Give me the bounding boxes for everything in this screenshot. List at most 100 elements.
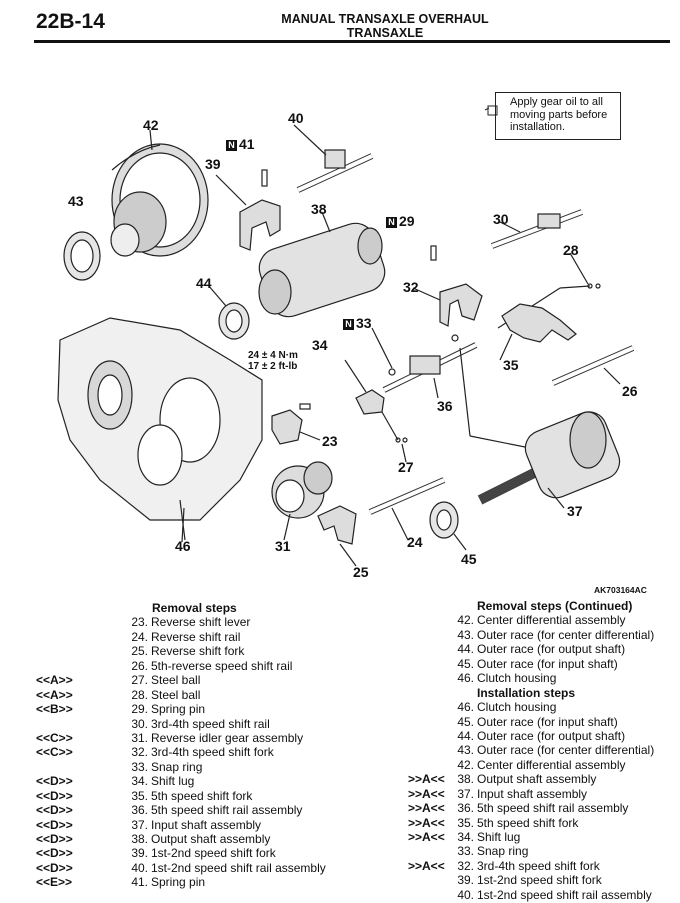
callout-29-num: 29 xyxy=(399,213,415,229)
step-number: 45. xyxy=(457,656,474,671)
header-rule xyxy=(34,40,670,43)
step-number: 32. xyxy=(131,745,148,760)
figure-code: AK703164AC xyxy=(594,585,647,595)
step-number: 44. xyxy=(457,728,474,743)
callout-23: 23 xyxy=(322,433,338,449)
step-number: 40. xyxy=(131,860,148,875)
callout-33-num: 33 xyxy=(356,315,372,331)
step-text: 3rd-4th speed shift fork xyxy=(477,858,600,873)
install-heading-row: Installation steps xyxy=(404,686,674,700)
list-item: <<C>> 31.Reverse idler gear assembly xyxy=(36,731,366,745)
list-item: <<A>>27.Steel ball xyxy=(36,673,366,687)
step-code: <<D>> xyxy=(36,774,73,789)
torque-spec: 24 ± 4 N·m 17 ± 2 ft-lb xyxy=(248,350,298,372)
step-text: 1st-2nd speed shift fork xyxy=(151,846,276,861)
step-text: 5th-reverse speed shift rail xyxy=(151,658,293,673)
step-text: Output shaft assembly xyxy=(151,832,271,846)
step-number: 31. xyxy=(131,730,148,745)
n-badge-icon: N xyxy=(226,140,237,151)
step-number: 30. xyxy=(131,716,148,731)
step-text: Spring pin xyxy=(151,702,206,717)
step-text: 1st-2nd speed shift rail assembly xyxy=(477,887,652,902)
step-code: >>A<< xyxy=(408,830,445,844)
list-item: >>A<<34.Shift lug xyxy=(404,830,674,844)
callout-44: 44 xyxy=(196,275,212,291)
step-number: 36. xyxy=(131,803,148,818)
list-item: 46.Clutch housing xyxy=(404,700,674,714)
step-text: Reverse idler gear assembly xyxy=(151,730,304,745)
step-text: Center differential assembly xyxy=(477,757,626,772)
list-item: 44.Outer race (for output shaft) xyxy=(404,729,674,743)
output-shaft-drawing xyxy=(258,222,386,318)
step-number: 24. xyxy=(131,629,148,644)
step-code: >>A<< xyxy=(408,801,445,816)
list-item: <<C>>32.3rd-4th speed shift fork xyxy=(36,745,366,759)
step-number: 38. xyxy=(457,772,474,787)
step-text: Input shaft assembly xyxy=(477,786,588,801)
step-code: >>A<< xyxy=(408,772,445,787)
step-text: Snap ring xyxy=(477,844,529,859)
list-item: 25.Reverse shift fork xyxy=(36,644,366,658)
step-text: Shift lug xyxy=(477,830,521,844)
step-code: <<D>> xyxy=(36,832,73,846)
list-item: <<E>>41.Spring pin xyxy=(36,875,366,889)
list-item: >>A<<37.Input shaft assembly xyxy=(404,787,674,801)
callout-38: 38 xyxy=(311,201,327,217)
right-heading-row: Removal steps (Continued) xyxy=(404,599,674,613)
clutch-housing-drawing xyxy=(57,317,263,541)
step-code: <<A>> xyxy=(36,673,73,688)
step-text: Reverse shift lever xyxy=(151,615,251,630)
step-number: 44. xyxy=(457,642,474,657)
step-text: 1st-2nd speed shift rail assembly xyxy=(151,860,326,875)
list-item: 46.Clutch housing xyxy=(404,671,674,685)
list-item: 23.Reverse shift lever xyxy=(36,615,366,629)
step-code: <<C>> xyxy=(36,745,73,760)
list-item: >>A<<38.Output shaft assembly xyxy=(404,772,674,786)
step-text: Shift lug xyxy=(151,774,195,789)
callout-42: 42 xyxy=(143,117,159,133)
step-number: 37. xyxy=(131,817,148,832)
list-item: 45.Outer race (for input shaft) xyxy=(404,657,674,671)
n-badge-icon: N xyxy=(386,217,397,228)
step-number: 34. xyxy=(131,774,148,789)
step-number: 41. xyxy=(131,875,148,890)
step-text: Center differential assembly xyxy=(477,613,626,628)
step-code: <<D>> xyxy=(36,803,73,818)
step-text: 5th speed shift rail assembly xyxy=(151,803,303,818)
callout-39: 39 xyxy=(205,156,221,172)
install-heading: Installation steps xyxy=(477,685,576,700)
step-code: <<C>> xyxy=(36,730,73,745)
list-item: 42.Center differential assembly xyxy=(404,758,674,772)
step-number: 25. xyxy=(131,644,148,659)
list-item: 39.1st-2nd speed shift fork xyxy=(404,873,674,887)
step-code: <<D>> xyxy=(36,817,73,832)
step-number: 42. xyxy=(457,757,474,772)
step-code: <<D>> xyxy=(36,860,73,875)
callout-45: 45 xyxy=(461,551,477,567)
left-heading: Removal steps xyxy=(152,601,237,615)
center-differential-drawing xyxy=(110,143,209,257)
list-item: 40.1st-2nd speed shift rail assembly xyxy=(404,888,674,902)
step-text: Outer race (for center differential) xyxy=(477,743,655,758)
callout-35: 35 xyxy=(503,357,519,373)
fork-39-drawing xyxy=(239,199,281,251)
note-box xyxy=(495,92,621,140)
list-item: 43.Outer race (for center differential) xyxy=(404,628,674,642)
step-number: 43. xyxy=(457,743,474,758)
list-item: 44.Outer race (for output shaft) xyxy=(404,642,674,656)
callout-36: 36 xyxy=(437,398,453,414)
step-number: 46. xyxy=(457,671,474,686)
step-number: 36. xyxy=(457,801,474,816)
step-code: <<E>> xyxy=(36,875,73,890)
step-number: 46. xyxy=(457,700,474,715)
step-number: 32. xyxy=(457,858,474,873)
step-text: Clutch housing xyxy=(477,700,557,715)
step-number: 28. xyxy=(131,687,148,702)
left-heading-row: Removal steps xyxy=(36,601,366,615)
step-text: 3rd-4th speed shift rail xyxy=(151,716,270,731)
step-code: >>A<< xyxy=(408,786,445,801)
